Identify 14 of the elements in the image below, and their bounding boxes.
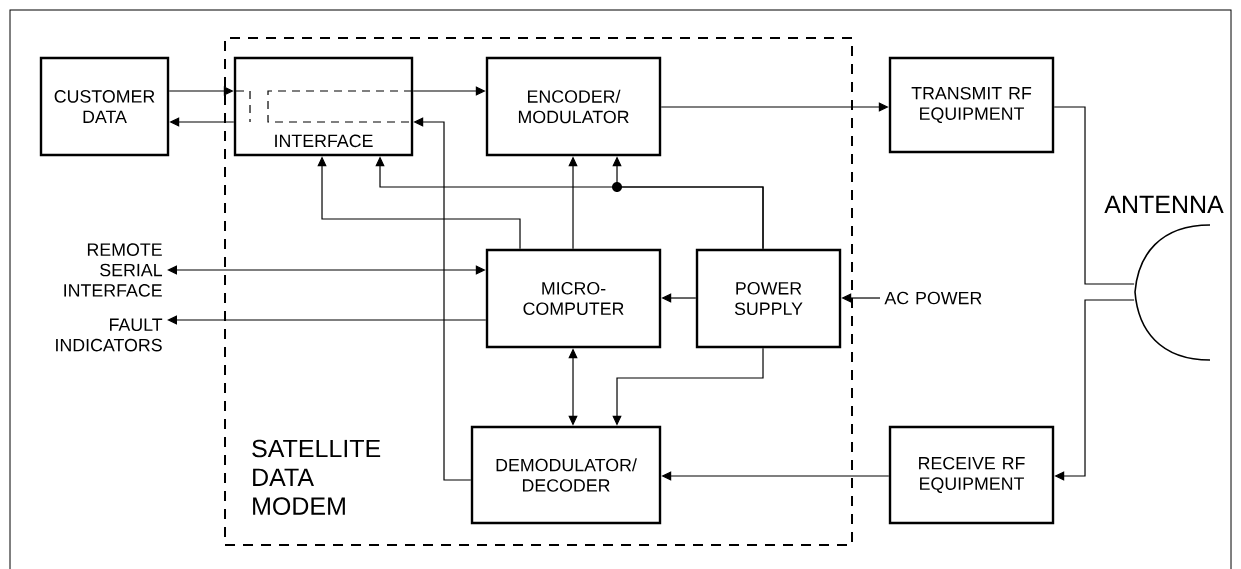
function-block: DEMODULATOR/ DECODER xyxy=(470,425,662,525)
function-block: INTERFACE xyxy=(233,56,414,157)
function-block: MICRO- COMPUTER xyxy=(485,248,662,349)
signal-label: AC POWER xyxy=(884,291,982,305)
function-block: ENCODER/ MODULATOR xyxy=(485,56,662,157)
signal-label: REMOTE SERIAL INTERFACE xyxy=(64,243,162,297)
signal-label: FAULT INDICATORS xyxy=(56,318,163,352)
connector-arrow xyxy=(167,315,487,325)
function-block: TRANSMIT RF EQUIPMENT xyxy=(888,56,1055,154)
antenna-drawing: ANTENNA xyxy=(1104,195,1224,361)
connector-line xyxy=(1053,106,1135,285)
function-block: RECEIVE RF EQUIPMENT xyxy=(888,425,1055,525)
function-block: POWER SUPPLY xyxy=(695,248,842,349)
function-block: CUSTOMER DATA xyxy=(39,56,170,157)
